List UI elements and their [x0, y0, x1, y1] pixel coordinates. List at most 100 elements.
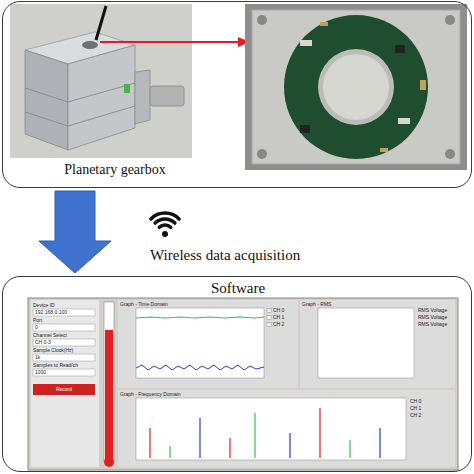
panel-box: Planetary gearbox — [2, 1, 472, 188]
illustration-part — [118, 390, 455, 467]
screen-text: CH 0 — [410, 398, 421, 405]
illustration-part — [420, 80, 426, 90]
screen-text: 0 — [35, 324, 38, 331]
illustration-part — [33, 369, 95, 376]
illustration-part — [445, 149, 455, 159]
screen-text: Device ID — [33, 302, 55, 309]
illustration-part — [267, 316, 271, 320]
screen-text: 1000 — [35, 369, 46, 376]
illustration-part — [289, 433, 290, 458]
illustration-part — [267, 309, 271, 313]
illustration-part — [150, 408, 380, 458]
illustration-part — [136, 365, 264, 370]
illustration-part — [257, 15, 267, 25]
illustration-part — [136, 308, 264, 378]
arrow-label: Wireless data acquisition — [148, 247, 302, 264]
screen-text: RMS Voltage — [418, 314, 447, 321]
illustration-part — [349, 440, 350, 458]
illustration-part — [318, 308, 414, 378]
illustration-part — [380, 148, 388, 152]
pcb-photo — [245, 4, 467, 170]
screen-text: Sample Clock(Hz) — [33, 347, 73, 354]
illustration-part — [162, 231, 168, 237]
illustration-part — [229, 438, 230, 458]
illustration-part — [25, 88, 68, 102]
illustration-part — [28, 298, 458, 470]
red-pointer-arrow — [100, 37, 250, 47]
screen-text: Graph - Frequency Domain — [120, 391, 181, 398]
illustration-part — [151, 213, 179, 219]
illustration-part — [284, 15, 428, 159]
illustration-part — [245, 4, 467, 170]
illustration-part — [300, 300, 455, 388]
illustration-part — [199, 418, 200, 458]
screen-text: RMS Voltage — [418, 321, 447, 328]
screen-text: CH 2 — [410, 412, 421, 419]
illustration-part — [323, 54, 389, 120]
illustration-part — [68, 106, 135, 126]
illustration-part — [25, 50, 68, 150]
wifi-icon — [151, 213, 179, 237]
screen-text: CH 0-3 — [35, 339, 51, 346]
illustration-part — [33, 354, 95, 361]
illustration-part — [100, 41, 240, 43]
panel-title: Software — [211, 280, 265, 297]
illustration-part — [68, 45, 135, 150]
illustration-part — [267, 323, 271, 327]
illustration-part — [96, 6, 106, 40]
illustration-part — [124, 84, 130, 93]
screen-text: CH 1 — [410, 405, 421, 412]
illustration-part — [136, 398, 406, 460]
screen-text: 1k — [35, 354, 40, 361]
illustration-part — [159, 225, 170, 227]
illustration-part — [33, 324, 95, 331]
illustration-part — [118, 300, 298, 388]
block-arrow — [39, 191, 111, 273]
illustration-part — [25, 112, 68, 126]
illustration-part — [445, 15, 455, 25]
illustration-part — [33, 339, 95, 346]
illustration-part — [135, 70, 150, 124]
screen-text: Port — [33, 317, 42, 324]
illustration-part — [104, 302, 114, 462]
illustration-part — [169, 446, 170, 458]
screen-text: Record — [33, 386, 95, 393]
panel-box: Software — [2, 276, 472, 472]
illustration-part — [300, 125, 310, 133]
illustration-part — [136, 317, 264, 318]
screen-text: Graph - Time Domain — [120, 301, 168, 308]
illustration-part — [395, 45, 405, 53]
illustration-part — [379, 428, 380, 458]
illustration-part — [254, 413, 255, 458]
illustration-part — [318, 49, 394, 125]
illustration-part — [31, 300, 99, 467]
screen-text: 192.168.0.100 — [35, 309, 67, 316]
illustration-part — [68, 83, 135, 102]
gearbox-photo — [10, 4, 192, 158]
screen-text: CH 1 — [273, 314, 284, 321]
illustration-part — [82, 41, 98, 49]
illustration-part — [150, 86, 184, 106]
illustration-part — [155, 219, 175, 223]
screen-text: RMS Voltage — [418, 307, 447, 314]
illustration-part — [300, 40, 312, 46]
screen-text: CH 0 — [273, 307, 284, 314]
illustration-part — [33, 384, 95, 395]
illustration-part — [10, 4, 192, 158]
illustration-part — [257, 149, 267, 159]
illustration-part — [252, 10, 460, 164]
illustration-part — [105, 330, 113, 461]
illustration-part — [319, 408, 320, 458]
illustration-part — [320, 22, 328, 26]
screen-text: Samples to Read/ch — [33, 362, 78, 369]
illustration-part — [104, 457, 114, 467]
software-screenshot — [28, 298, 458, 470]
illustration-part — [33, 309, 95, 316]
illustration-part — [149, 428, 150, 458]
screen-text: Channel Select — [33, 332, 67, 339]
screen-text: CH 2 — [273, 321, 284, 328]
illustration-part — [398, 118, 410, 124]
photo-caption: Planetary gearbox — [64, 162, 165, 178]
